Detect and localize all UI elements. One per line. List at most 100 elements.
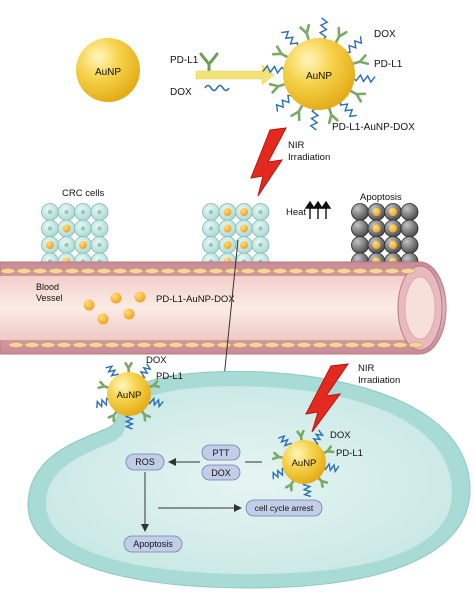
dox-strand-icon: [139, 363, 152, 379]
antibody-icon: [299, 23, 311, 43]
nucleus: [97, 209, 102, 215]
ros-box: ROS: [125, 453, 165, 471]
dox-strand-icon: [309, 107, 320, 131]
dox-strand-icon: [272, 467, 287, 480]
antibody-icon: [350, 54, 370, 66]
endothelial-cell: [168, 342, 184, 348]
endothelial-cell: [288, 268, 304, 274]
nucleus: [258, 226, 263, 231]
dox-strand-icon: [352, 73, 376, 84]
endothelial-cell: [48, 268, 64, 274]
endothelial-cell: [336, 268, 352, 274]
endothelial-cell: [248, 342, 264, 348]
dox-strand-icon: [345, 36, 363, 54]
ptt-box: PTT: [201, 444, 241, 461]
dox-label-intra: DOX: [330, 430, 351, 441]
nucleus: [240, 241, 248, 249]
nucleus: [372, 241, 381, 249]
crc-cell-cluster-untreated: [41, 203, 109, 271]
nucleus: [372, 224, 381, 233]
endothelial-cell: [16, 268, 32, 274]
endothelial-cell: [96, 268, 112, 274]
blood-label: Blood: [36, 282, 59, 292]
endothelial-cell: [128, 268, 144, 274]
membrane-conjugate: AuNP: [96, 361, 164, 430]
nucleus: [389, 208, 397, 216]
antibody-icon: [347, 88, 367, 103]
endothelial-cell: [376, 342, 392, 348]
irradiation-label-2: Irradiation: [358, 375, 400, 386]
endothelial-cell: [392, 342, 408, 348]
dox-box: DOX: [201, 464, 241, 481]
svg-text:DOX: DOX: [211, 468, 231, 478]
nucleus: [97, 242, 102, 248]
endothelial-cell: [208, 268, 224, 274]
dox-strand-icon: [96, 397, 111, 409]
endothelial-cell: [184, 342, 200, 348]
endothelial-cell: [264, 342, 280, 348]
free-aunp: AuNP: [76, 38, 140, 102]
nucleus: [223, 241, 232, 249]
cell: [351, 236, 369, 254]
nucleus: [208, 226, 214, 231]
nucleus: [97, 226, 102, 231]
nucleus: [79, 241, 87, 249]
nucleus: [389, 241, 397, 249]
endothelial-cell: [88, 342, 104, 348]
antibody-icon: [199, 52, 219, 74]
aunp-label-2: AuNP: [306, 71, 332, 82]
endothelial-cell: [240, 268, 256, 274]
pdl1-aunp-dox-conjugate: AuNP: [262, 17, 376, 131]
endothelial-cell: [176, 268, 192, 274]
dox-squiggle-icon: [204, 84, 230, 92]
conjugation-arrow: [195, 64, 275, 86]
nucleus: [258, 209, 263, 215]
nucleus: [47, 226, 53, 231]
endothelial-cell: [400, 268, 416, 274]
nucleus: [223, 224, 232, 233]
dox-strand-icon: [277, 434, 292, 448]
endothelial-cells: [0, 268, 424, 348]
endothelial-cell: [280, 342, 296, 348]
dox-strand-icon: [318, 17, 329, 41]
heat-up-arrows-icon: [304, 200, 332, 219]
endothelial-cell: [192, 268, 208, 274]
dox-strand-icon: [262, 64, 286, 75]
endothelial-cell: [40, 342, 56, 348]
cell: [400, 219, 419, 238]
pdl1-label-conj: PD-L1: [374, 59, 403, 70]
antibody-icon: [290, 102, 305, 122]
nucleus: [223, 208, 232, 216]
endothelial-cell: [232, 342, 248, 348]
nucleus: [62, 224, 71, 233]
endothelial-cell: [144, 268, 160, 274]
antibody-icon: [271, 45, 291, 60]
svg-text:cell cycle arrest: cell cycle arrest: [255, 503, 314, 513]
endothelial-cell: [328, 342, 344, 348]
cell: [400, 236, 419, 254]
nucleus: [208, 209, 214, 215]
antibody-icon: [333, 26, 348, 46]
dox-label-top: DOX: [170, 87, 192, 98]
apoptosis-label-top: Apoptosis: [360, 192, 402, 203]
endothelial-cell: [56, 342, 72, 348]
endothelial-cell: [296, 342, 312, 348]
nucleus: [240, 224, 248, 233]
nucleus: [389, 224, 397, 233]
apoptotic-cell-cluster: [351, 203, 419, 271]
endothelial-cell: [216, 342, 232, 348]
aunp-label-4: AuNP: [292, 458, 317, 469]
antibody-icon: [268, 82, 288, 94]
lightning-bolt-icon-2: [305, 363, 350, 433]
svg-text:Apoptosis: Apoptosis: [133, 539, 173, 549]
nucleus: [64, 242, 69, 248]
endothelial-cell: [344, 342, 360, 348]
endothelial-cell: [320, 268, 336, 274]
vessel-label: Vessel: [36, 293, 63, 303]
nucleus: [258, 242, 263, 248]
intracellular-conjugate: AuNP: [272, 429, 340, 498]
endothelial-cell: [256, 268, 272, 274]
pdl1-label-top: PD-L1: [170, 55, 199, 66]
